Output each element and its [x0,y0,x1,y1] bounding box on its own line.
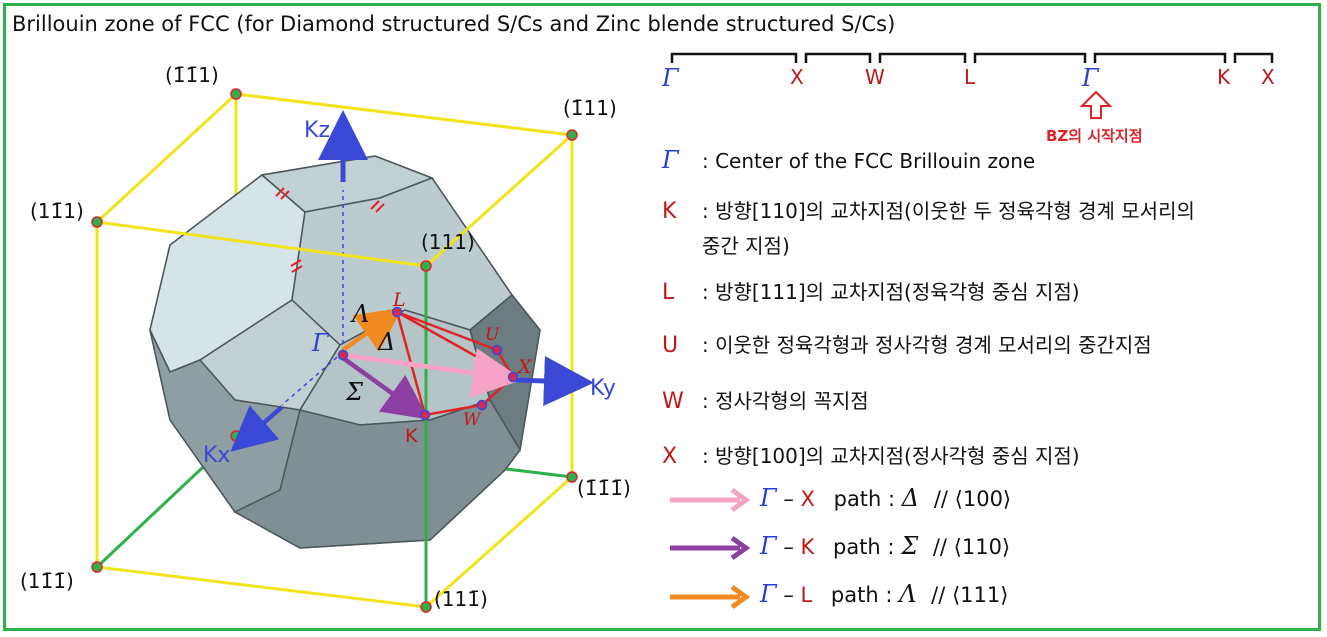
legend-k: K : 방향[110]의 교차지점(이웃한 두 정육각형 경계 모서리의 [662,195,1195,224]
gamma-k-arrow [341,356,429,420]
path-arrow-icons [670,487,751,610]
path-gamma-x-prefix: path : [833,487,896,511]
path-label-x-2: X [1261,65,1275,89]
legend-k-text: : 방향[110]의 교차지점(이웃한 두 정육각형 경계 모서리의 [702,199,1195,223]
legend-l: L : 방향[111]의 교차지점(정육각형 중심 지점) [662,276,1080,305]
legend-x-symbol: X [662,444,678,469]
legend-u-text: : 이웃한 정육각형과 정사각형 경계 모서리의 중간지점 [702,333,1152,357]
legend-x: X : 방향[100]의 교차지점(정사각형 중심 지점) [662,440,1080,469]
path-gamma-x-greek: Δ [901,484,920,512]
kx-dashed-line [281,351,344,406]
k-path-bar: Γ X W L Γ K X BZ의 시작지점 [661,52,1275,145]
gamma-x-arrow [342,348,523,398]
legend-k-continued: 중간 지점) [702,230,790,259]
path-gamma-l-prefix: path : [830,583,893,607]
edge-tick-marks [275,187,385,273]
path-gamma-l: Γ – L path : Λ // ⟨111⟩ [760,580,1009,608]
path-gamma-x-from: Γ [760,484,777,512]
ky-axis-arrow [515,355,594,406]
page-title: Brillouin zone of FCC (for Diamond struc… [12,12,896,36]
brillouin-zone-diagram: (1̄1̄1) (1̄11) (11̄1) (111) (1̄1̄1̄) (11… [20,63,631,613]
path-gamma-x: Γ – X path : Δ // ⟨100⟩ [760,484,1012,512]
path-label-gamma-1: Γ [661,64,680,92]
legend-k-symbol: K [662,199,677,224]
ky-label: Ky [590,376,616,401]
legend-w-text: : 정사각형의 꼭지점 [702,389,869,413]
legend-l-symbol: L [662,280,675,305]
kx-axis-arrow [230,405,284,452]
cube-corner-points [91,88,578,613]
path-label-k: K [1217,65,1231,89]
corner-label-m111: (1̄11) [563,96,617,120]
path-gamma-k-from: Γ [760,532,777,560]
cube-front-edges [95,133,574,609]
legend-l-text: : 방향[111]의 교차지점(정육각형 중심 지점) [702,280,1080,304]
path-label-w: W [865,65,885,89]
corner-label-m1m1m1: (1̄1̄1̄) [577,476,631,500]
u-label: U [485,325,500,345]
pink-arrow-icon [670,487,751,513]
gamma-l-arrow [341,307,403,352]
symmetry-points [337,306,519,421]
path-label-x-1: X [790,65,804,89]
legend-u: U : 이웃한 정육각형과 정사각형 경계 모서리의 중간지점 [662,329,1152,358]
gamma-label: Γ [311,329,330,357]
sigma-label: Σ [345,378,364,406]
path-label-l: L [964,65,976,89]
kx-label: Kx [203,443,230,468]
legend-u-symbol: U [662,333,679,358]
path-gamma-l-greek: Λ [899,580,917,608]
w-label: W [463,410,482,430]
path-gamma-k-to: K [800,535,815,559]
l-label: L [392,289,406,311]
legend-k-text-2: 중간 지점) [702,234,790,258]
orange-arrow-icon [670,584,751,610]
corner-label-m1m11: (1̄1̄1) [165,63,219,87]
corner-label-11m1: (111̄) [434,587,488,611]
legend-gamma-text: : Center of the FCC Brillouin zone [702,149,1036,173]
path-gamma-l-dir: // ⟨111⟩ [931,583,1009,607]
path-gamma-l-to: L [800,583,813,607]
path-gamma-k-dir: // ⟨110⟩ [932,535,1011,559]
x-label: X [516,356,533,378]
corner-label-1m11: (11̄1) [30,199,84,223]
corner-label-111: (111) [421,230,475,254]
purple-arrow-icon [670,535,751,561]
legend-w-symbol: W [662,389,684,414]
delta-label: Δ [377,328,395,356]
corner-label-1m1m1: (11̄1̄) [20,569,74,593]
path-gamma-k: Γ – K path : Σ // ⟨110⟩ [760,532,1011,560]
frame-border [3,3,1321,631]
kz-label: Kz [304,118,330,143]
start-up-arrow [1079,90,1113,119]
path-gamma-l-from: Γ [760,580,777,608]
path-gamma-k-greek: Σ [901,532,919,560]
path-gamma-x-dir: // ⟨100⟩ [933,487,1012,511]
legend-x-text: : 방향[100]의 교차지점(정사각형 중심 지점) [702,444,1080,468]
legend-w: W : 정사각형의 꼭지점 [662,385,869,414]
lambda-label: Λ [350,300,369,328]
path-label-gamma-2: Γ [1081,64,1100,92]
start-note: BZ의 시작지점 [1046,127,1143,145]
k-label: K [405,425,418,447]
legend-gamma-symbol: Γ [662,146,679,174]
path-gamma-x-to: X [800,487,815,511]
legend-gamma: Γ : Center of the FCC Brillouin zone [662,146,1035,174]
path-gamma-k-prefix: path : [833,535,895,559]
